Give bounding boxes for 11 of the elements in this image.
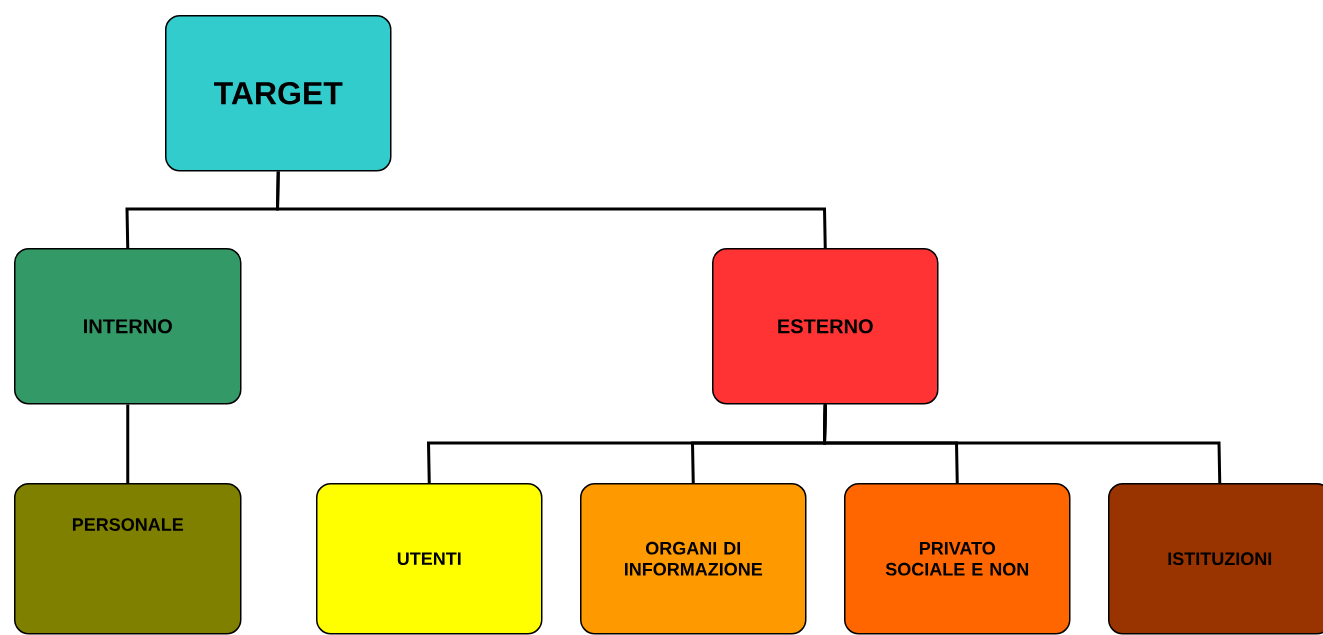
connector-line xyxy=(276,171,827,249)
box: PRIVATO SOCIALE E NON xyxy=(844,483,1071,635)
box: ESTERNO xyxy=(712,248,939,405)
box: INTERNO xyxy=(14,248,242,405)
connector-line xyxy=(823,404,1222,484)
connector-line xyxy=(126,404,130,483)
box: ISTITUZIONI xyxy=(1108,483,1323,635)
box: PERSONALE xyxy=(14,483,242,635)
box: ORGANI DI INFORMAZIONE xyxy=(580,483,807,635)
box: UTENTI xyxy=(316,483,543,635)
box: TARGET xyxy=(165,15,392,172)
